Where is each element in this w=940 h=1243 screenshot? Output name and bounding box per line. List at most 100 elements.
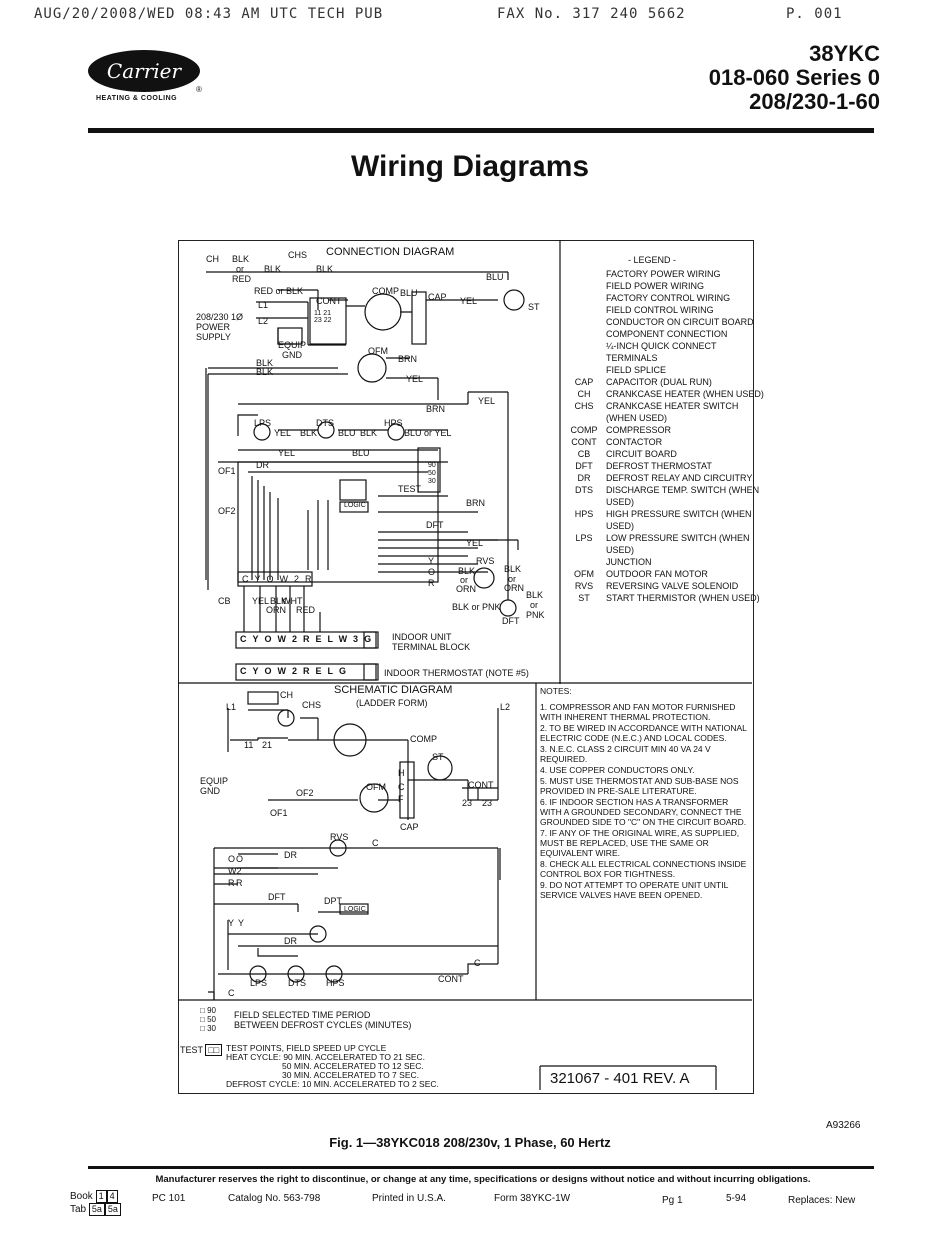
sch-dpt: DPT	[324, 896, 342, 906]
blk-label-5: BLK	[256, 367, 274, 377]
gnd-label: GND	[282, 350, 302, 360]
legend-text: START THERMISTOR (WHEN USED)	[606, 593, 760, 603]
note-item: 8. CHECK ALL ELECTRICAL CONNECTIONS INSI…	[540, 859, 747, 879]
legend-text: CRANKCASE HEATER (WHEN USED)	[606, 389, 764, 399]
blk-label-9: BLK	[504, 564, 522, 574]
or-label-3: or	[508, 574, 517, 584]
yel-label-2: YEL	[406, 374, 424, 384]
footer-pc: PC 101	[152, 1193, 186, 1204]
logic-label: LOGIC	[344, 502, 366, 509]
indoor-terminal-block: CYOW2RELW3G	[240, 634, 378, 644]
sch-dr: DR	[284, 850, 297, 860]
sch-23a: 23	[462, 798, 473, 808]
brn-label-3: BRN	[466, 498, 486, 508]
legend-code: ST	[578, 593, 590, 603]
model-line2: 018-060 Series 0	[708, 65, 880, 90]
note-item: 9. DO NOT ATTEMPT TO OPERATE UNIT UNTIL …	[540, 880, 728, 900]
sch-rvs: RVS	[330, 832, 349, 842]
fax-page: P. 001	[786, 6, 843, 22]
footer-date: 5-94	[726, 1193, 747, 1204]
sch-cont2: CONT	[438, 974, 464, 984]
power-supply-label: 208/230 1Ø POWER SUPPLY	[196, 312, 244, 342]
brn-label-2: BRN	[426, 404, 446, 414]
note-item: 4. USE COPPER CONDUCTORS ONLY.	[540, 765, 695, 775]
sch-y2: Y	[238, 918, 245, 928]
sch-comp: COMP	[410, 734, 437, 744]
lps-label: LPS	[254, 418, 272, 428]
brn-label: BRN	[398, 354, 418, 364]
sch-ch: CH	[280, 690, 293, 700]
legend-text: CRANKCASE HEATER SWITCH (WHEN USED)	[606, 401, 739, 423]
sch-o2: O	[236, 854, 244, 864]
rvs-label: RVS	[476, 556, 495, 566]
sch-dft: DFT	[268, 892, 286, 902]
sch-o1: O	[228, 854, 236, 864]
indoor-thermostat-label: INDOOR THERMOSTAT (NOTE #5)	[384, 668, 529, 678]
legend-text: ¼-INCH QUICK CONNECT TERMINALS	[606, 341, 717, 363]
sch-cap: CAP	[400, 822, 419, 832]
fax-sender: UTC TECH PUB	[270, 6, 384, 22]
sch-lps: LPS	[250, 978, 268, 988]
legend-text: REVERSING VALVE SOLENOID	[606, 581, 739, 591]
or-label-4: or	[530, 600, 539, 610]
wiring-diagram-svg	[178, 240, 752, 1090]
legend-code: COMP	[570, 425, 598, 435]
registered-mark: ®	[196, 85, 202, 94]
ofm-label: OFM	[368, 346, 388, 356]
sch-hps: HPS	[326, 978, 345, 988]
legend-code: CB	[577, 449, 591, 459]
connection-diagram-heading: CONNECTION DIAGRAM	[326, 246, 455, 258]
sch-cont: CONT	[468, 780, 494, 790]
legend-code: CAP	[574, 377, 594, 387]
of1-label: OF1	[218, 466, 236, 476]
yel-label-3: YEL	[274, 428, 292, 438]
l1-label: L1	[258, 300, 269, 310]
schematic-heading: SCHEMATIC DIAGRAM	[334, 684, 453, 696]
red-label: RED	[232, 274, 252, 284]
diagram-frame	[178, 240, 754, 1094]
sch-f: F	[398, 794, 404, 804]
part-number: 321067 - 401 REV. A	[550, 1070, 690, 1087]
blu-label-4: BLU	[352, 448, 370, 458]
dts-label: DTS	[316, 418, 334, 428]
yel-label-6: YEL	[466, 538, 484, 548]
notes-title: NOTES:	[540, 686, 572, 696]
blu-label-3: BLU	[338, 428, 356, 438]
l2-label: L2	[258, 316, 269, 326]
legend-code: RVS	[574, 581, 594, 591]
legend-title: - LEGEND -	[628, 255, 677, 265]
sch-dts: DTS	[288, 978, 306, 988]
timing-settings: □ 90 □ 50 □ 30	[200, 1006, 216, 1033]
schematic-subheading: (LADDER FORM)	[356, 698, 428, 708]
legend-code: DFT	[575, 461, 593, 471]
footer-rule	[88, 1166, 874, 1169]
red-label-2: RED	[296, 605, 316, 615]
cap-label: CAP	[428, 292, 447, 302]
carrier-logo: Carrier	[88, 50, 200, 92]
legend-code: DR	[577, 473, 591, 483]
legend-text: COMPONENT CONNECTION	[606, 329, 728, 339]
timer-settings-connection: 90 50 30	[428, 462, 436, 485]
sch-chs: CHS	[302, 700, 322, 710]
sch-c2: C	[372, 838, 379, 848]
legend-code: DTS	[575, 485, 593, 495]
legend-text: OUTDOOR FAN MOTOR	[606, 569, 708, 579]
sch-r2: R	[236, 878, 243, 888]
blu-or-yel-label: BLU or YEL	[404, 428, 452, 438]
note-item: 7. IF ANY OF THE ORIGINAL WIRE, AS SUPPL…	[540, 828, 740, 858]
legend-code: LPS	[575, 533, 593, 543]
legend-text: CONDUCTOR ON CIRCUIT BOARD	[606, 317, 754, 327]
footer-form: Form 38YKC-1W	[494, 1193, 571, 1204]
sch-l1: L1	[226, 702, 237, 712]
blk-label-11: BLK	[270, 596, 288, 606]
cb-label: CB	[218, 596, 231, 606]
sch-dr2: DR	[284, 936, 297, 946]
wht-label: WHT	[282, 596, 303, 606]
sch-of2: OF2	[296, 788, 314, 798]
yel-label-4: YEL	[278, 448, 296, 458]
cont-terminal-nums: 11 21 23 22	[314, 310, 332, 324]
legend-text: FACTORY CONTROL WIRING	[606, 293, 731, 303]
hps-label: HPS	[384, 418, 403, 428]
orn-label-3: ORN	[266, 605, 286, 615]
blk-label-10: BLK	[526, 590, 544, 600]
